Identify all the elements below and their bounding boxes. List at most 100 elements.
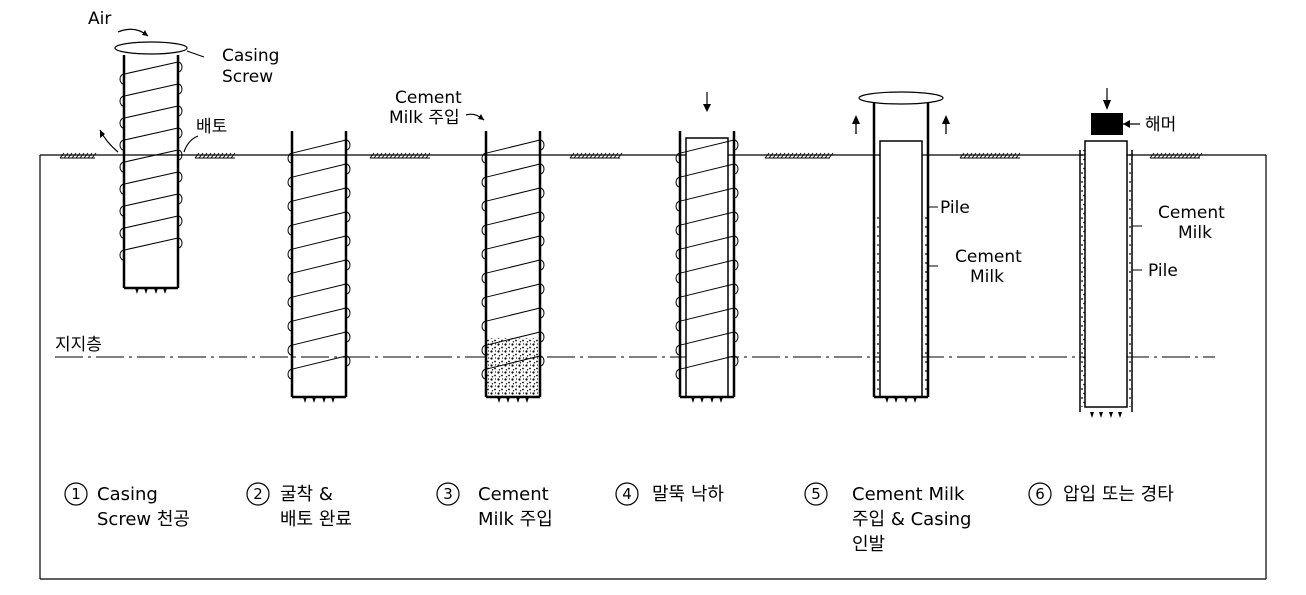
screw-flight-loop bbox=[481, 248, 487, 260]
bearing-layer-label: 지지층 bbox=[55, 335, 102, 355]
svg-text:Cement Milk: Cement Milk bbox=[852, 484, 965, 505]
screw-flight bbox=[485, 355, 541, 370]
screw-flight-loop bbox=[287, 200, 293, 212]
screw-flight-loop bbox=[119, 183, 125, 195]
screw-flight-loop bbox=[675, 320, 681, 332]
screw-flight-loop bbox=[481, 176, 487, 188]
screw-flight-loop bbox=[119, 205, 125, 217]
casing-label: Casing bbox=[222, 46, 279, 66]
screw-flight-loop bbox=[539, 211, 545, 223]
ground-surface-hatching bbox=[59, 152, 1203, 159]
screw-flight-loop bbox=[481, 320, 487, 332]
screw-flight-loop bbox=[177, 83, 183, 95]
screw-flight bbox=[291, 259, 347, 274]
screw-flight-loop bbox=[539, 187, 545, 199]
drill-bit-tooth bbox=[303, 397, 307, 403]
screw-flight bbox=[123, 105, 179, 119]
screw-flight bbox=[123, 149, 179, 163]
screw-flight-loop bbox=[539, 235, 545, 247]
screw-flight-loop bbox=[481, 224, 487, 236]
step-number-circle bbox=[246, 482, 270, 506]
step-caption-2: 2 굴착 & 배토 완료 bbox=[246, 482, 352, 530]
screw-flight-loop bbox=[177, 171, 183, 183]
drill-bit-tooth bbox=[331, 397, 335, 403]
svg-text:Screw 천공: Screw 천공 bbox=[97, 509, 190, 530]
screw-flight bbox=[291, 163, 347, 178]
screw-flight-loop bbox=[119, 95, 125, 107]
screw-flight-loop bbox=[675, 296, 681, 308]
screw-flight-loop bbox=[119, 227, 125, 239]
screw-flight-loop bbox=[675, 152, 681, 164]
screw-flight-loop bbox=[345, 235, 351, 247]
screw-flight bbox=[291, 355, 347, 370]
screw-flight bbox=[485, 163, 541, 178]
step-caption-5: 5 Cement Milk 주입 & Casing 인발 bbox=[804, 482, 971, 555]
screw-flight bbox=[679, 331, 735, 346]
screw-flight bbox=[123, 61, 179, 75]
screw-flight-loop bbox=[287, 176, 293, 188]
hammer-label: 해머 bbox=[1145, 115, 1176, 135]
screw-flight-loop bbox=[733, 211, 739, 223]
svg-text:5: 5 bbox=[811, 485, 821, 503]
screw-flight bbox=[485, 283, 541, 298]
screw-flight bbox=[123, 237, 179, 251]
screw-flight bbox=[291, 139, 347, 154]
screw-flight-loop bbox=[287, 320, 293, 332]
screw-flight bbox=[679, 235, 735, 250]
screw-flight bbox=[679, 163, 735, 178]
screw-flight-loop bbox=[733, 331, 739, 343]
drill-bit-tooth bbox=[525, 397, 529, 403]
svg-text:Cement: Cement bbox=[478, 484, 549, 505]
screw-flight-loop bbox=[345, 283, 351, 295]
drill-bit-tooth bbox=[904, 397, 908, 403]
screw-flight-loop bbox=[733, 235, 739, 247]
step2-casing-screw bbox=[287, 131, 351, 403]
screw-flight bbox=[291, 307, 347, 322]
screw-flight-loop bbox=[733, 163, 739, 175]
screw-flight bbox=[485, 211, 541, 226]
screw-flight-loop bbox=[287, 152, 293, 164]
svg-text:주입 & Casing: 주입 & Casing bbox=[852, 509, 971, 530]
screw-flight bbox=[291, 187, 347, 202]
spoil-label: 배토 bbox=[196, 117, 227, 137]
pile-label-step5: Pile bbox=[940, 198, 970, 218]
svg-text:굴착 &: 굴착 & bbox=[280, 484, 333, 505]
screw-flight-loop bbox=[539, 139, 545, 151]
drill-bit-tooth bbox=[516, 397, 520, 403]
screw-flight-loop bbox=[539, 259, 545, 271]
step1-casing-screw bbox=[114, 41, 188, 294]
screw-flight bbox=[485, 187, 541, 202]
screw-flight-loop bbox=[675, 344, 681, 356]
screw-flight-loop bbox=[675, 224, 681, 236]
screw-flight-loop bbox=[345, 259, 351, 271]
drill-bit-tooth bbox=[154, 288, 158, 294]
pile-label-step6: Pile bbox=[1148, 261, 1178, 281]
step-caption-3: 3 Cement Milk 주입 bbox=[436, 482, 553, 530]
drill-bit-tooth bbox=[497, 397, 501, 403]
drill-bit-tooth bbox=[700, 397, 704, 403]
drill-bit-tooth bbox=[506, 397, 510, 403]
screw-flight-loop bbox=[345, 211, 351, 223]
screw-flight bbox=[291, 235, 347, 250]
drill-bit-tooth bbox=[1090, 412, 1094, 418]
svg-text:Casing: Casing bbox=[97, 484, 158, 505]
screw-flight-loop bbox=[539, 283, 545, 295]
drill-bit-tooth bbox=[312, 397, 316, 403]
screw-flight-loop bbox=[481, 368, 487, 380]
svg-text:배토 완료: 배토 완료 bbox=[280, 509, 352, 530]
screw-flight bbox=[485, 259, 541, 274]
screw-flight bbox=[679, 187, 735, 202]
screw-flight bbox=[679, 355, 735, 370]
screw-flight bbox=[291, 283, 347, 298]
screw-flight-loop bbox=[345, 163, 351, 175]
screw-flight-loop bbox=[481, 272, 487, 284]
screw-flight-loop bbox=[177, 127, 183, 139]
screw-flight bbox=[679, 259, 735, 274]
screw-flight bbox=[291, 331, 347, 346]
screw-flight-loop bbox=[287, 272, 293, 284]
step-number-circle bbox=[615, 482, 639, 506]
drill-bit-tooth bbox=[1109, 412, 1113, 418]
drill-bit-tooth bbox=[894, 397, 898, 403]
screw-flight-loop bbox=[119, 249, 125, 261]
screw-flight bbox=[123, 215, 179, 229]
